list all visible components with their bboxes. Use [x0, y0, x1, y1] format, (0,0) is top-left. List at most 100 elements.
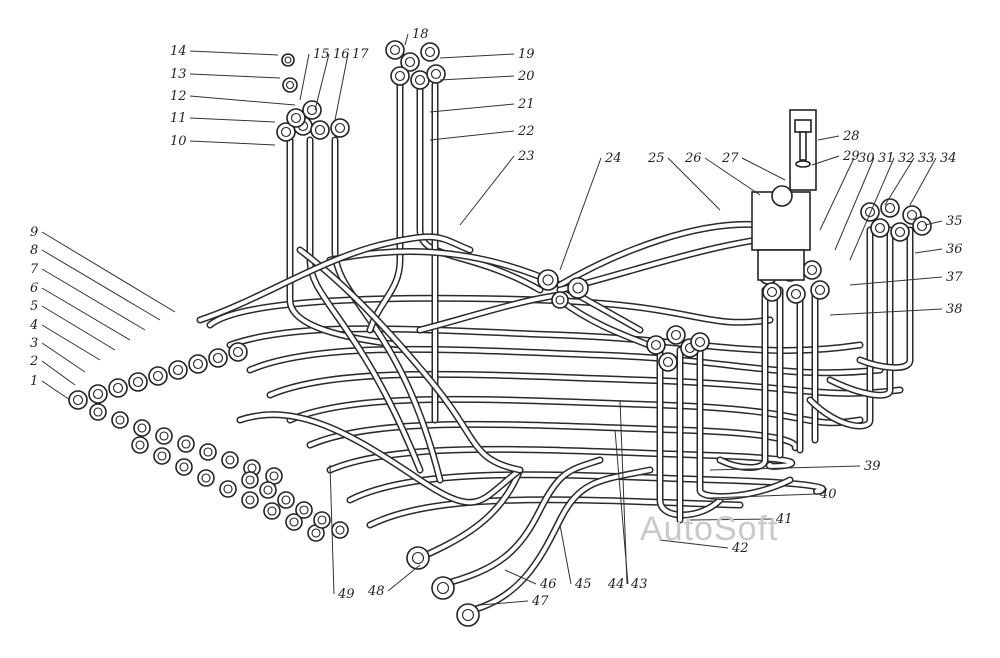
part-number-12: 12: [170, 89, 187, 104]
part-number-28: 28: [842, 129, 860, 144]
leader-line: [909, 157, 937, 206]
union-nut-bore: [806, 264, 818, 276]
union-nut-bore: [289, 517, 299, 527]
part-number-7: 7: [30, 262, 39, 277]
part-number-20: 20: [517, 69, 535, 84]
leader-line: [41, 249, 161, 321]
part-number-45: 45: [574, 577, 592, 592]
leader-line: [559, 524, 572, 585]
leader-line: [439, 75, 515, 81]
union-nut-bore: [894, 226, 906, 238]
part-number-1: 1: [30, 374, 38, 389]
union-nut-bore: [864, 206, 876, 218]
part-number-21: 21: [517, 97, 535, 112]
union-nut-bore: [317, 515, 327, 525]
union-nut-bore: [152, 370, 164, 382]
leader-line: [314, 53, 330, 111]
pipe-tube-bore: [348, 472, 825, 502]
union-nut-bore: [112, 382, 124, 394]
part-number-32: 32: [898, 151, 915, 166]
pipe-tube-bore: [718, 288, 767, 470]
part-number-41: 41: [775, 512, 793, 527]
union-nut-bore: [662, 356, 674, 368]
pipe-tube-bore: [228, 326, 862, 353]
leader-line: [41, 268, 146, 331]
leader-line: [439, 53, 515, 59]
union-nut-bore: [232, 346, 244, 358]
union-nut-bore: [92, 388, 104, 400]
part-number-39: 39: [864, 459, 881, 474]
part-number-3: 3: [30, 336, 38, 351]
leader-line: [41, 380, 71, 401]
part-number-24: 24: [604, 151, 622, 166]
part-number-13: 13: [170, 67, 187, 82]
pipe-tube-bore: [198, 234, 472, 322]
union-nut-bore: [137, 423, 147, 433]
pipe-tube: [716, 286, 769, 471]
pipe-tube: [366, 81, 404, 334]
union-nut-bore: [285, 80, 295, 90]
part-number-10: 10: [170, 134, 187, 149]
part-number-5: 5: [30, 299, 38, 314]
union-nut-bore: [299, 505, 309, 515]
union-nut-bore: [135, 440, 145, 450]
union-nut-bore: [414, 74, 426, 86]
leader-line: [819, 157, 855, 231]
part-number-44: 44: [607, 577, 625, 592]
part-number-33: 33: [918, 151, 935, 166]
union-nut-bore: [201, 473, 211, 483]
union-nut-bore: [670, 329, 682, 341]
union-nut-bore: [290, 112, 302, 124]
part-number-23: 23: [517, 149, 535, 164]
union-nut-bore: [269, 471, 279, 481]
union-nut-bore: [181, 439, 191, 449]
union-nut-bore: [247, 463, 257, 473]
part-number-22: 22: [517, 124, 535, 139]
pipe-tube-bore: [238, 412, 522, 505]
leader-line: [429, 103, 515, 113]
leader-line: [429, 130, 515, 141]
part-number-8: 8: [30, 243, 38, 258]
pipe-tube-bore: [808, 228, 872, 428]
leader-line: [704, 157, 761, 196]
leader-line: [41, 342, 86, 373]
leader-lines: [41, 33, 943, 606]
union-nut-bore: [267, 506, 277, 516]
union-nut-bore: [159, 431, 169, 441]
bolt-head: [794, 119, 812, 133]
union-nut-bore: [93, 407, 103, 417]
union-nut-bore: [906, 209, 918, 221]
leader-line: [299, 53, 310, 101]
union-nut-bore: [225, 455, 235, 465]
part-number-48: 48: [367, 584, 385, 599]
union-nut-bore: [335, 525, 345, 535]
part-number-37: 37: [946, 270, 963, 285]
pipe-tube-bore: [438, 458, 602, 587]
leader-line: [659, 539, 729, 549]
leader-line: [189, 140, 276, 146]
union-nut-bore: [542, 274, 554, 286]
union-nut-bore: [814, 284, 826, 296]
leader-line: [741, 157, 786, 181]
union-nut-bore: [172, 364, 184, 376]
leader-line: [924, 220, 943, 226]
part-number-35: 35: [946, 214, 963, 229]
part-number-11: 11: [170, 111, 187, 126]
union-nut-bore: [874, 222, 886, 234]
union-nut-bore: [245, 495, 255, 505]
part-number-26: 26: [684, 151, 702, 166]
union-nut-bore: [281, 495, 291, 505]
union-nut-bore: [311, 528, 321, 538]
union-nut-bore: [245, 475, 255, 485]
bolt-shank: [799, 131, 807, 161]
part-number-2: 2: [29, 354, 38, 369]
part-number-25: 25: [647, 151, 665, 166]
pipe-tube-bore: [413, 468, 522, 562]
part-number-43: 43: [630, 577, 648, 592]
leader-line: [709, 465, 861, 471]
leader-line: [41, 324, 101, 361]
leader-line: [189, 73, 281, 79]
union-nut-bore: [212, 352, 224, 364]
